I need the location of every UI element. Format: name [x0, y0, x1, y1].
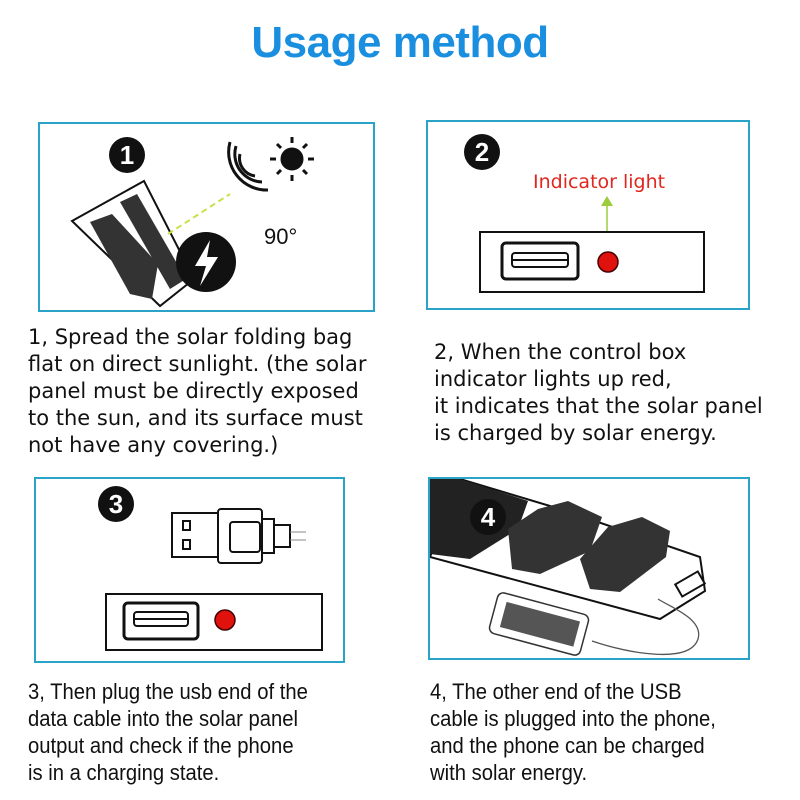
step-number-badge: 3 — [98, 486, 134, 522]
step-3-description: 3, Then plug the usb end of the data cab… — [28, 679, 308, 785]
usb-port-icon — [122, 601, 200, 641]
page-title: Usage method — [251, 18, 549, 67]
sun-icon — [270, 137, 314, 181]
lightning-bolt-icon — [176, 232, 236, 292]
usb-plug-and-box-illustration — [105, 508, 323, 651]
signal-waves-icon — [227, 141, 269, 192]
step-2-frame: 2 Indicator light — [426, 120, 750, 310]
step-number-badge: 4 — [470, 499, 506, 535]
step-4-description: 4, The other end of the USB cable is plu… — [430, 679, 716, 785]
indicator-light-label: Indicator light — [533, 171, 666, 193]
usb-plug-icon — [171, 508, 306, 564]
indicator-light-icon — [597, 251, 619, 273]
control-box-illustration — [479, 196, 705, 293]
step-4-frame: 4 — [428, 477, 750, 660]
step-number-badge: 2 — [464, 134, 500, 170]
step-1-description: 1, Spread the solar folding bag flat on … — [28, 325, 367, 457]
step-2-description: 2, When the control box indicator lights… — [434, 340, 763, 445]
angle-label: 90° — [264, 224, 298, 249]
phone-icon — [488, 592, 590, 656]
solar-panel-illustration — [70, 137, 314, 308]
usb-port-icon — [500, 241, 580, 281]
step-3-frame: 3 — [34, 477, 345, 663]
indicator-light-icon — [214, 609, 236, 631]
step-1-frame: 1 90° — [38, 122, 375, 312]
step-number-badge: 1 — [109, 137, 145, 173]
